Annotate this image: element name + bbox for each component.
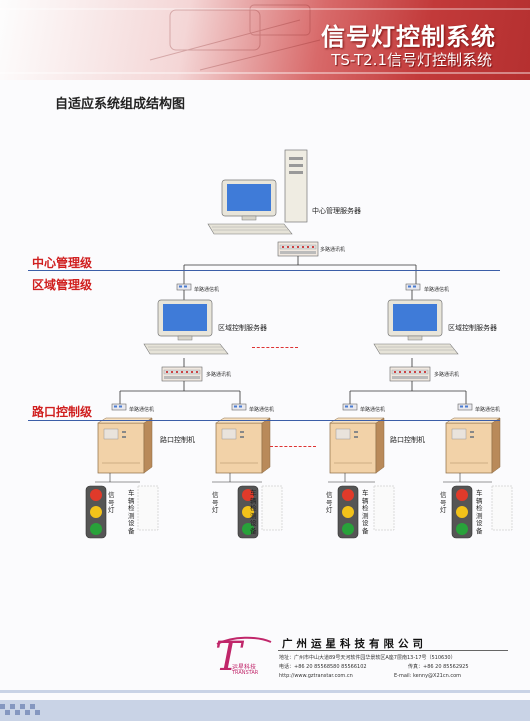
center-multi-comm-icon: [277, 241, 319, 257]
banner-title: 信号灯控制系统: [321, 23, 496, 51]
intersection-controller-2: [215, 417, 271, 474]
detector-box-3: [373, 485, 395, 531]
company-logo: T: [215, 634, 272, 680]
detector-box-1: [137, 485, 159, 531]
center-server-label: 中心管理服务器: [312, 207, 361, 215]
region-multi-comm-right: [389, 366, 431, 382]
detector-label-4: 车辆检测设备: [476, 489, 483, 535]
region-server-right-label: 区域控制服务器: [448, 324, 497, 332]
intersection-comm-1: [111, 403, 127, 411]
footer-fax: 传真：+86 20 85562925: [408, 664, 469, 670]
intersection-comm-3-label: 单路通信机: [360, 407, 386, 413]
banner-decoration: [149, 4, 321, 71]
traffic-light-1: [85, 485, 107, 539]
signal-light-label-1: 信号灯: [108, 491, 115, 514]
page-title: 自适应系统组成结构图: [55, 97, 186, 112]
signal-light-label-4: 信号灯: [440, 491, 447, 514]
intersection-dashed-link: [270, 446, 316, 447]
region-single-comm-right: [405, 283, 421, 291]
logo-text: 运星科技: [232, 664, 257, 671]
level-center: 中心管理级: [32, 256, 93, 270]
region-dashed-link: [252, 347, 298, 348]
intersection-comm-3: [342, 403, 358, 411]
signal-light-label-3: 信号灯: [326, 491, 333, 514]
region-server-left-label: 区域控制服务器: [218, 324, 267, 332]
center-server-icon: [207, 149, 308, 235]
header-banner: 信号灯控制系统 TS-T2.1信号灯控制系统: [0, 0, 530, 80]
region-multi-comm-left-label: 多路通讯机: [206, 372, 232, 378]
footer-divider: [278, 650, 508, 651]
signal-light-label-2: 信号灯: [212, 491, 219, 514]
intersection-level-line: [28, 420, 500, 421]
detector-box-4: [491, 485, 513, 531]
logo-en: TRANSTAR: [232, 670, 259, 676]
region-single-comm-left-label: 单路通信机: [194, 287, 220, 293]
footer-tel: 电话：+86 20 85568580 85566102: [279, 664, 367, 670]
region-multi-comm-right-label: 多路通讯机: [434, 372, 460, 378]
company-name: 广州运星科技有限公司: [282, 638, 427, 650]
intersection-controller-4: [445, 417, 501, 474]
intersection-controller-3: [329, 417, 385, 474]
region-server-left-icon: [143, 299, 229, 355]
region-single-comm-right-label: 单路通信机: [424, 287, 450, 293]
intersection-controller-1: [97, 417, 153, 474]
intersection-comm-4-label: 单路通信机: [475, 407, 501, 413]
intersection-ctrl-left-label: 路口控制机: [160, 436, 195, 444]
intersection-ctrl-right-label: 路口控制机: [390, 436, 425, 444]
center-multi-comm-label: 多路通讯机: [320, 247, 346, 253]
traffic-light-4: [451, 485, 473, 539]
detector-label-3: 车辆检测设备: [362, 489, 369, 535]
intersection-comm-4: [457, 403, 473, 411]
intersection-comm-2: [231, 403, 247, 411]
detector-label-2: 车辆检测设备: [250, 489, 257, 535]
footer-address: 地址：广州市中山大道89号天河软件园华景软区A座7层南13-17号（510630…: [279, 655, 456, 661]
center-level-line: [28, 270, 500, 271]
banner-subtitle: TS-T2.1信号灯控制系统: [331, 51, 492, 69]
region-multi-comm-left: [161, 366, 203, 382]
intersection-comm-2-label: 单路通信机: [249, 407, 275, 413]
detector-box-2: [261, 485, 283, 531]
region-single-comm-left: [176, 283, 192, 291]
footer-web: http://www.gztranstar.com.cn: [279, 673, 353, 679]
region-server-right-icon: [373, 299, 459, 355]
footer-email: E-mail: kenny@X21cn.com: [394, 673, 462, 679]
level-region: 区域管理级: [32, 278, 93, 292]
bottom-decoration: [0, 690, 530, 721]
detector-label-1: 车辆检测设备: [128, 489, 135, 535]
traffic-light-3: [337, 485, 359, 539]
intersection-comm-1-label: 单路通信机: [129, 407, 155, 413]
level-intersection: 路口控制级: [32, 405, 93, 419]
